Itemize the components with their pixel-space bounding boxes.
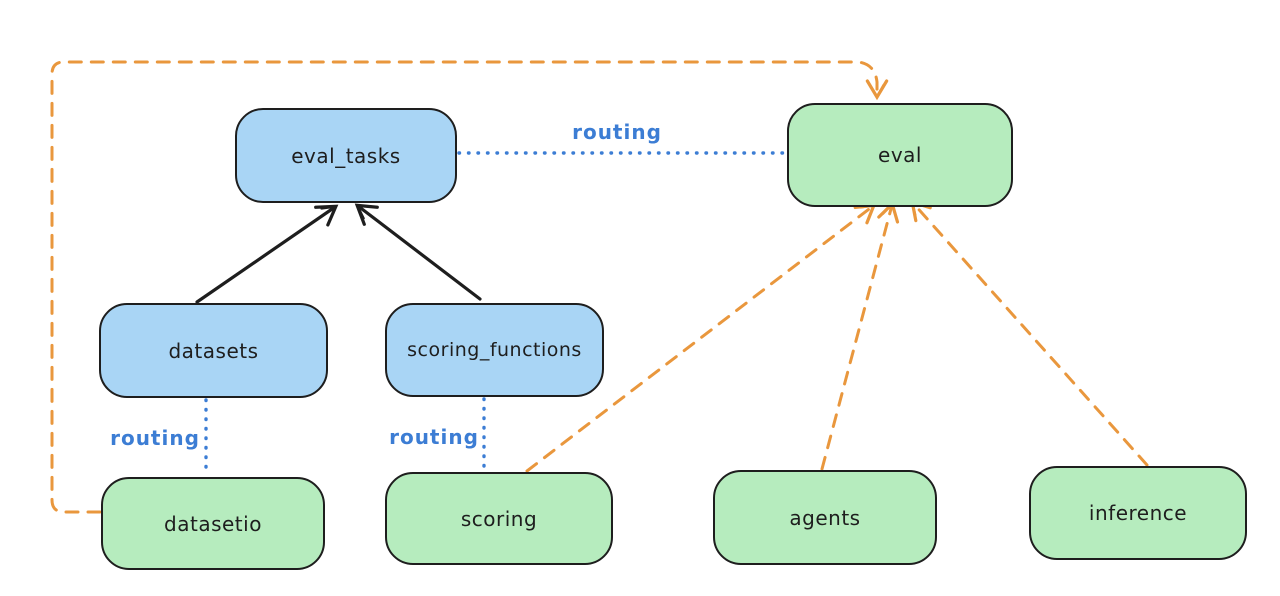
edge-inference-to-eval [910,199,1149,467]
node-scoring_functions: scoring_functions [385,303,604,397]
node-datasetio: datasetio [101,477,325,570]
node-eval-label: eval [878,143,922,167]
edge-datasets-to-eval_tasks [195,204,339,304]
routing-label-eval_tasks-eval: routing [572,120,662,144]
edge-agents-to-eval [820,200,900,471]
node-agents-label: agents [789,505,861,530]
routing-label-datasets-datasetio: routing [110,426,200,450]
edge-scoring_functions-to-eval_tasks [354,203,482,301]
node-agents: agents [713,470,937,565]
node-inference-label: inference [1088,501,1188,525]
node-eval_tasks-label: eval_tasks [291,143,401,168]
node-datasetio-label: datasetio [164,511,262,536]
node-scoring_functions-label: scoring_functions [407,339,582,361]
node-eval: eval [787,103,1013,207]
routing-label-scoring_functions-scoring: routing [389,425,479,449]
node-datasets: datasets [99,303,328,398]
node-scoring-label: scoring [460,506,538,531]
node-inference: inference [1029,466,1247,560]
node-eval_tasks: eval_tasks [235,108,457,203]
node-scoring: scoring [385,472,613,565]
node-datasets-label: datasets [168,338,259,363]
